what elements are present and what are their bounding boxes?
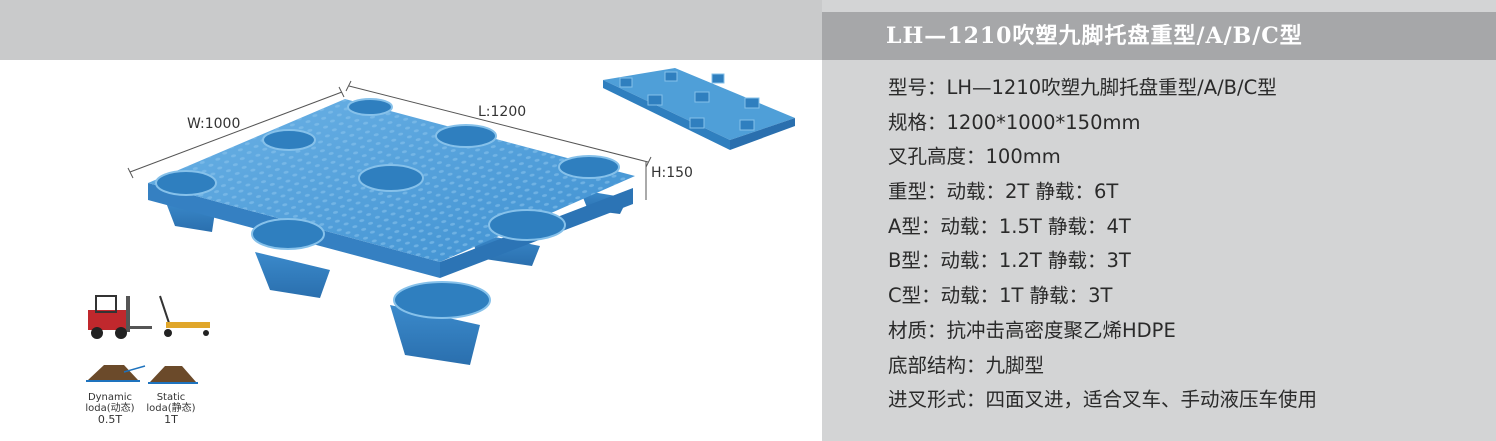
static-caption-line2: loda(静态) [146, 403, 196, 414]
dynamic-caption-line1: Dynamic [87, 392, 133, 403]
static-load-value: 1T [164, 413, 178, 426]
spec-bottom-structure: 底部结构：九脚型 [888, 353, 1045, 377]
static-caption-line1: Static [156, 392, 186, 403]
dynamic-load-value: 0.5T [97, 413, 123, 426]
spec-type-a-load: A型：动载：1.5T 静载：4T [888, 214, 1131, 238]
dimension-lines [127, 80, 652, 200]
spec-type-c-load: C型：动载：1T 静载：3T [888, 284, 1113, 308]
title-bar [822, 12, 1496, 60]
dimension-height-label: H:150 [651, 165, 693, 181]
dimension-width-label: W:1000 [187, 116, 241, 132]
spec-panel [822, 0, 1496, 441]
top-strip [0, 0, 822, 60]
dimension-length-label: L:1200 [478, 104, 527, 120]
static-load-icon [148, 366, 198, 384]
spec-model: 型号：LH—1210吹塑九脚托盘重型/A/B/C型 [888, 76, 1277, 99]
pallet-cups [155, 98, 620, 319]
spec-fork-entry: 进叉形式：四面叉进，适合叉车、手动液压车使用 [888, 388, 1318, 412]
dynamic-load-icon [86, 365, 146, 382]
pallet-small-view [603, 68, 795, 150]
spec-heavy-load: 重型：动载：2T 静载：6T [888, 180, 1119, 204]
pallet-jack-icon [159, 295, 210, 337]
spec-fork-height: 叉孔高度：100mm [888, 145, 1061, 169]
spec-material: 材质：抗冲击高密度聚乙烯HDPE [888, 318, 1176, 342]
product-title: LH—1210吹塑九脚托盘重型/A/B/C型 [886, 23, 1303, 49]
spec-list: 型号：LH—1210吹塑九脚托盘重型/A/B/C型 规格：1200*1000*1… [888, 71, 1317, 418]
dynamic-caption-line2: loda(动态) [85, 403, 135, 414]
spec-type-b-load: B型：动载：1.2T 静载：3T [888, 249, 1131, 273]
forklift-icon [88, 295, 152, 339]
static-load-caption: Static loda(静态) 1T [143, 392, 199, 425]
pallet-illustration [86, 68, 795, 384]
spec-size: 规格：1200*1000*150mm [888, 110, 1141, 134]
dynamic-load-caption: Dynamic loda(动态) 0.5T [80, 392, 140, 425]
